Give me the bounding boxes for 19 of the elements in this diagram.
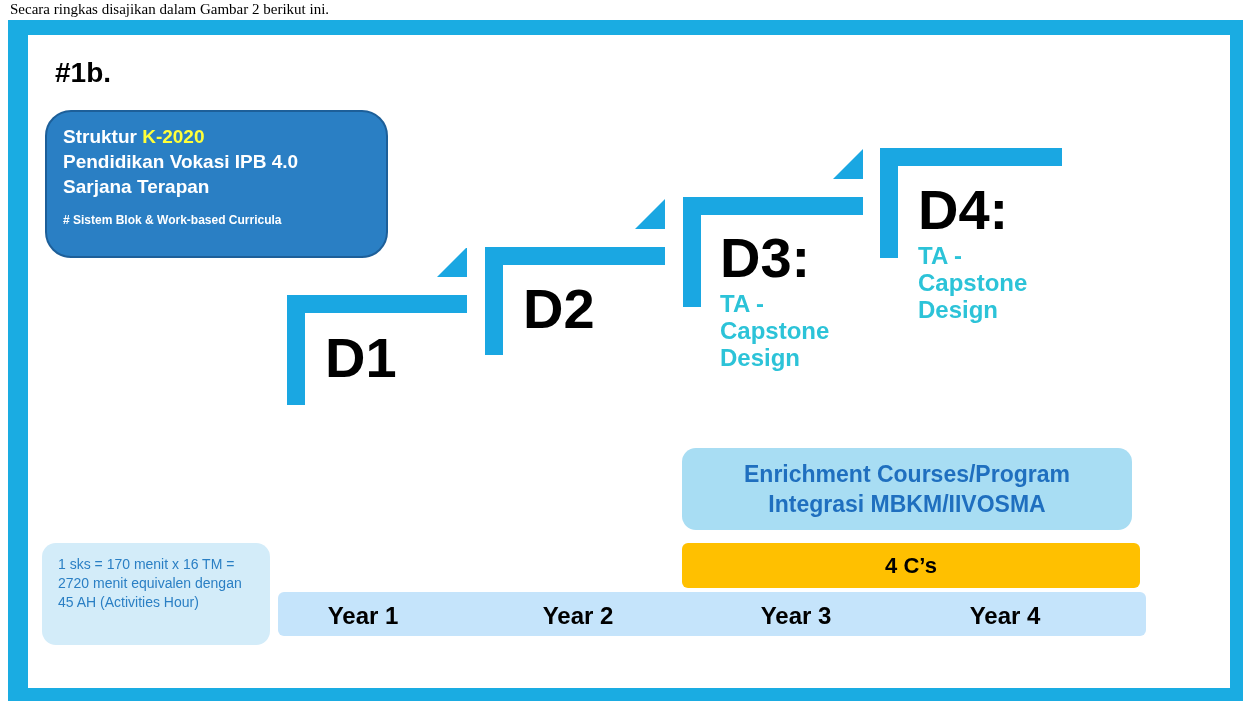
year-label: Year 2 — [542, 601, 614, 631]
caption-text: Secara ringkas disajikan dalam Gambar 2 berikut ini. — [10, 0, 330, 18]
step-label: D1 — [325, 330, 397, 386]
title-box — [45, 110, 388, 258]
step-label: D2 — [523, 281, 595, 337]
note-box: 1 sks = 170 menit x 16 TM = 2720 menit equivalen dengan 45 AH (Activities Hour) — [42, 543, 270, 645]
step-label: D4: — [918, 182, 1010, 238]
year-label: Year 1 — [327, 601, 399, 631]
timeline-bar — [278, 592, 1146, 636]
year-label: Year 3 — [760, 601, 832, 631]
year-label: Year 4 — [969, 601, 1041, 631]
competency-bar: 4 C’s — [682, 543, 1140, 588]
step-label: D3: — [720, 230, 812, 286]
step-description: TA - Capstone Design — [918, 242, 1029, 323]
enrichment-box: Enrichment Courses/Program Integrasi MBKM/IIVOSMA — [682, 448, 1132, 530]
title-text: Struktur K-2020 Pendidikan Vokasi IPB 4.0 Sarjana Terapan — [63, 125, 300, 199]
step-description: TA - Capstone Design — [720, 290, 831, 371]
slide-number: #1b. — [55, 56, 112, 90]
subtitle-text: # Sistem Blok & Work-based Curricula — [63, 212, 283, 229]
